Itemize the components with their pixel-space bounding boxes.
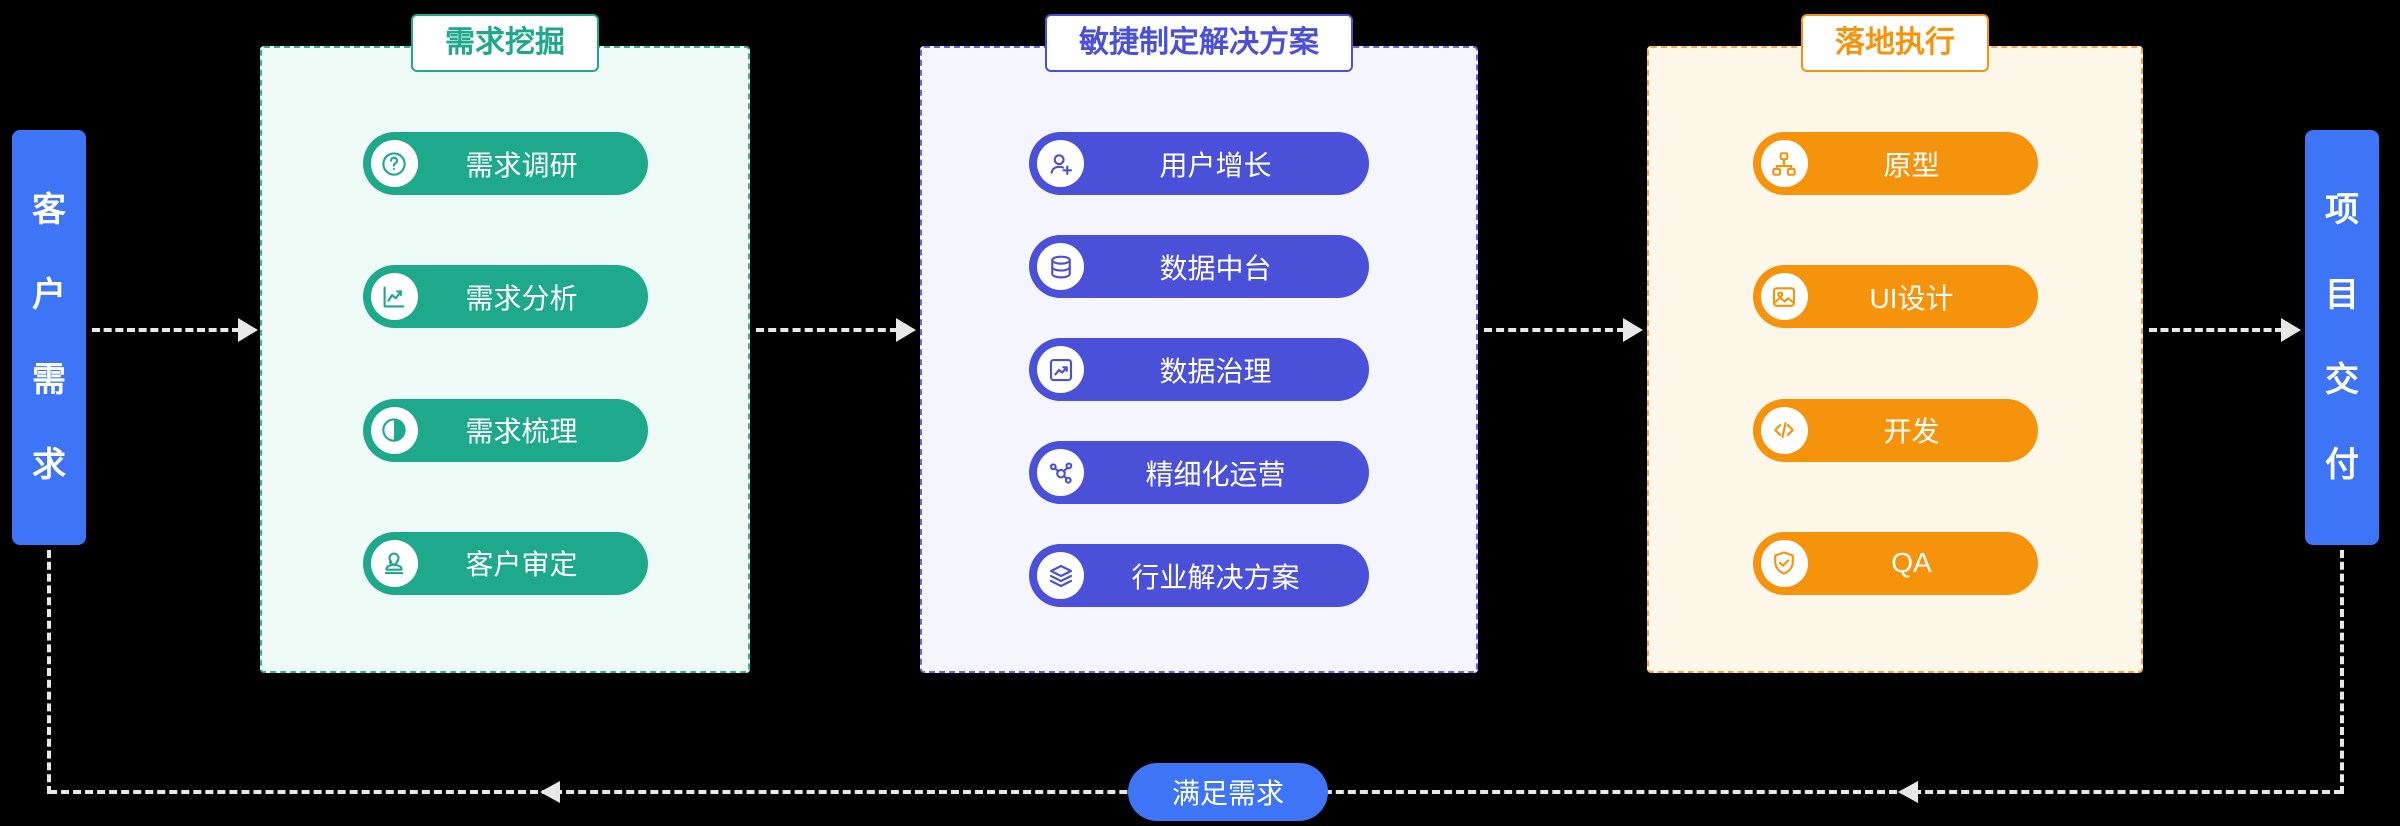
step-pill: 需求分析: [362, 265, 648, 329]
feedback-line-left-vertical: [47, 550, 51, 794]
user-plus-icon: [1037, 140, 1084, 187]
step-label: 精细化运营: [1145, 458, 1286, 490]
layers-icon: [1037, 552, 1084, 599]
sitemap-icon: [1760, 140, 1808, 187]
step-pill: 开发: [1752, 398, 2038, 462]
arrow-line: [756, 328, 898, 332]
panel-title: 敏捷制定解决方案: [1045, 14, 1353, 72]
panel-title: 需求挖掘: [411, 14, 599, 72]
panel-items: 需求调研 需求分析: [262, 48, 748, 671]
panel-title: 落地执行: [1801, 14, 1989, 72]
line-chart-icon: [370, 273, 418, 321]
feedback-arrowhead-icon: [1898, 781, 1918, 803]
step-label: 行业解决方案: [1131, 561, 1300, 593]
step-label: 原型: [1883, 149, 1940, 181]
step-pill: UI设计: [1752, 265, 2038, 329]
step-label: 开发: [1883, 416, 1940, 448]
panel-items: 用户增长 数据中台: [922, 48, 1476, 671]
stamp-icon: [370, 539, 418, 587]
database-icon: [1037, 243, 1084, 290]
arrow-head-icon: [896, 318, 916, 342]
step-label: 需求梳理: [465, 416, 578, 448]
network-icon: [1037, 449, 1084, 496]
feedback-label: 满足需求: [1171, 778, 1284, 809]
arrow-line: [2149, 328, 2283, 332]
code-icon: [1760, 406, 1808, 454]
question-circle-icon: [370, 140, 418, 187]
feedback-line-right-vertical: [2340, 550, 2344, 794]
step-label: 数据治理: [1159, 355, 1272, 387]
step-pill: 行业解决方案: [1029, 544, 1369, 607]
arrow-line: [1484, 328, 1625, 332]
panel-requirement-mining: 需求挖掘 需求调研: [260, 14, 750, 673]
panel-execution: 落地执行 原型: [1647, 14, 2143, 673]
chart-board-icon: [1037, 346, 1084, 393]
arrow-head-icon: [1623, 318, 1643, 342]
step-label: QA: [1891, 547, 1932, 579]
step-pill: 数据中台: [1029, 235, 1369, 298]
step-label: 需求调研: [465, 149, 578, 181]
shield-check-icon: [1760, 539, 1808, 587]
customer-requirement-label: 客户需求: [32, 190, 66, 484]
step-pill: 用户增长: [1029, 132, 1369, 195]
arrow-line: [92, 328, 240, 332]
step-label: 需求分析: [465, 282, 578, 314]
step-label: 用户增长: [1159, 149, 1272, 181]
step-pill: 需求梳理: [362, 398, 648, 462]
panel-items: 原型 UI设计: [1649, 48, 2141, 671]
pie-chart-icon: [370, 406, 418, 454]
arrow-head-icon: [2281, 318, 2301, 342]
step-pill: 客户审定: [362, 531, 648, 595]
step-pill: 需求调研: [362, 132, 648, 195]
customer-requirement-node: 客户需求: [12, 130, 86, 545]
feedback-pill: 满足需求: [1128, 763, 1328, 821]
step-pill: QA: [1752, 531, 2038, 595]
step-pill: 精细化运营: [1029, 441, 1369, 504]
step-label: UI设计: [1869, 282, 1954, 314]
feedback-arrowhead-icon: [540, 781, 560, 803]
step-pill: 原型: [1752, 132, 2038, 195]
panel-agile-solution: 敏捷制定解决方案 用户增长: [920, 14, 1478, 673]
step-label: 客户审定: [465, 549, 578, 581]
step-pill: 数据治理: [1029, 338, 1369, 401]
arrow-head-icon: [238, 318, 258, 342]
step-label: 数据中台: [1159, 252, 1272, 284]
project-delivery-label: 项目交付: [2325, 190, 2359, 484]
project-delivery-node: 项目交付: [2305, 130, 2379, 545]
image-icon: [1760, 273, 1808, 321]
